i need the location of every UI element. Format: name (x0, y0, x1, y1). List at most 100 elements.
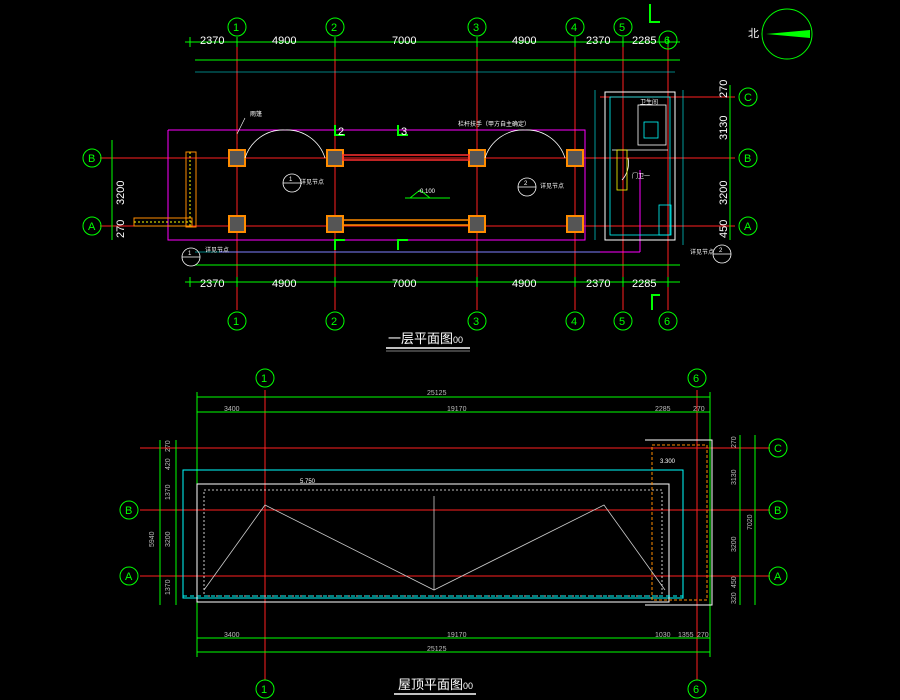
canopy-label: 雨篷 (250, 110, 262, 118)
gf-axis-a-left: A (88, 221, 96, 233)
roof-axis-6-top: 6 (693, 373, 699, 385)
roof-right-dim-3: 450 (731, 576, 738, 588)
ground-floor-plan: 2370 4900 7000 4900 2370 2285 2370 4900 … (82, 4, 758, 352)
gf-axis-4-top: 4 (571, 22, 577, 34)
roof-slope-lines (203, 496, 666, 591)
roof-bottom-dim-1: 3400 (224, 632, 240, 639)
gf-axis-5-top: 5 (619, 22, 625, 34)
gf-axis-b-right: B (744, 153, 751, 165)
roof-right-dim-5: 270 (731, 436, 738, 448)
roof-left-dim-1: 1370 (165, 484, 172, 500)
gf-axis-6-top: 6 (664, 35, 670, 47)
gf-axis-2-bottom: 2 (331, 316, 337, 328)
gf-axis-3-bottom: 3 (473, 316, 479, 328)
gf-axis-2-top: 2 (331, 22, 337, 34)
toilet-label: 卫生间 (640, 98, 658, 106)
gf-bottom-dim-3: 7000 (392, 278, 416, 290)
detail-dim-lines (195, 71, 684, 253)
roof-right-dim-4: 7020 (747, 514, 754, 530)
gf-axis-a-right: A (744, 221, 752, 233)
gf-axis-c-right: C (744, 92, 752, 104)
roof-title: 屋顶平面图00 (398, 677, 473, 692)
gf-bottom-dim-2: 4900 (272, 278, 296, 290)
section-3-top: 3 (401, 126, 407, 138)
callout-num-4: 2 (719, 248, 723, 254)
gf-axis-5-bottom: 5 (619, 316, 625, 328)
roof-axis-1-top: 1 (261, 373, 267, 385)
guard-room (604, 91, 676, 241)
gf-axis-bubbles-bottom: 1 2 3 4 5 6 (227, 311, 678, 331)
gf-top-dim-2: 4900 (272, 35, 296, 47)
roof-left-dim-5: 270 (165, 440, 172, 452)
roof-grid-lines (140, 390, 770, 680)
roof-left-dim-2: 3200 (165, 531, 172, 547)
detail-label-c: 详见节点 (205, 246, 229, 254)
roof-right-dim-6: 320 (731, 592, 738, 604)
roof-left-dim-3: 1370 (165, 579, 172, 595)
gf-right-dim-4: 450 (718, 220, 730, 238)
gf-top-dim-3: 7000 (392, 35, 416, 47)
roof-top-total: 25125 (427, 390, 447, 397)
gf-left-dim-2: 270 (115, 220, 127, 238)
roof-axis-6-bottom: 6 (693, 684, 699, 696)
railings (342, 154, 470, 226)
guard-room-label: 门卫一 (632, 172, 650, 180)
roof-left-dim-6: 420 (165, 458, 172, 470)
callout-num-2: 2 (524, 181, 528, 187)
roof-axis-a-left: A (125, 571, 133, 583)
gf-axis-1-bottom: 1 (233, 316, 239, 328)
callout-num-3: 1 (188, 251, 192, 257)
gf-bottom-dim-5: 2370 (586, 278, 610, 290)
level-marker: -0.100 (405, 189, 450, 199)
gf-axis-bubbles-side: B A C B A (82, 87, 758, 236)
gf-axis-bubbles-top: 1 2 3 4 5 6 (227, 17, 678, 50)
roof-level-2: 3.300 (660, 459, 676, 465)
detail-label-a: 详见节点 (300, 178, 324, 186)
ground-floor-title: 一层平面图00 (388, 331, 463, 346)
gf-bottom-dim-6: 2285 (632, 278, 656, 290)
gf-right-dim-3: 3200 (718, 181, 730, 205)
roof-axis-c-right: C (774, 443, 782, 455)
gf-bottom-dim-1: 2370 (200, 278, 224, 290)
roof-bottom-dim-5: 270 (697, 632, 709, 639)
roof-axis-bubbles: 1 6 1 6 B A C B A (119, 368, 788, 699)
detail-label-d: 详见节点 (690, 248, 714, 256)
roof-top-dim-3: 2285 (655, 406, 671, 413)
railing-label: 栏杆扶手（甲方自主确定） (458, 120, 530, 128)
gf-axis-b-left: B (88, 153, 95, 165)
roof-axis-b-left: B (125, 505, 132, 517)
gf-top-dim-6: 2285 (632, 35, 656, 47)
roof-left-dim-4: 5940 (149, 531, 156, 547)
dimension-lines (111, 41, 731, 283)
site-boundary (167, 129, 641, 253)
gf-left-dim-1: 3200 (115, 181, 127, 205)
gf-axis-1-top: 1 (233, 22, 239, 34)
level-text: -0.100 (418, 189, 436, 195)
roof-top-dim-2: 19170 (447, 406, 467, 413)
roof-bottom-dim-3: 1030 (655, 632, 671, 639)
roof-axis-1-bottom: 1 (261, 684, 267, 696)
roof-bottom-dim-2: 19170 (447, 632, 467, 639)
roof-top-dim-1: 3400 (224, 406, 240, 413)
roof-bottom-total: 25125 (427, 646, 447, 653)
callout-num-1: 1 (289, 177, 293, 183)
roof-axis-b-right: B (774, 505, 781, 517)
gf-top-dim-1: 2370 (200, 35, 224, 47)
roof-dim-lines (159, 392, 756, 657)
north-arrow-icon: 北 (748, 8, 813, 60)
north-label: 北 (748, 27, 759, 40)
section-markers (334, 4, 660, 310)
gf-right-dim-1: 270 (718, 80, 730, 98)
roof-plan: 5.750 3.300 25125 3400 19170 2285 270 34… (119, 368, 788, 699)
roof-right-dim-2: 3200 (731, 536, 738, 552)
door-swings (244, 129, 566, 159)
gf-axis-3-top: 3 (473, 22, 479, 34)
gf-bottom-dim-4: 4900 (512, 278, 536, 290)
gf-axis-4-bottom: 4 (571, 316, 577, 328)
roof-level-1: 5.750 (300, 479, 316, 485)
section-2-top: 2 (338, 126, 344, 138)
gf-axis-6-bottom: 6 (664, 316, 670, 328)
roof-top-dim-4: 270 (693, 406, 705, 413)
gf-right-dim-2: 3130 (718, 116, 730, 140)
